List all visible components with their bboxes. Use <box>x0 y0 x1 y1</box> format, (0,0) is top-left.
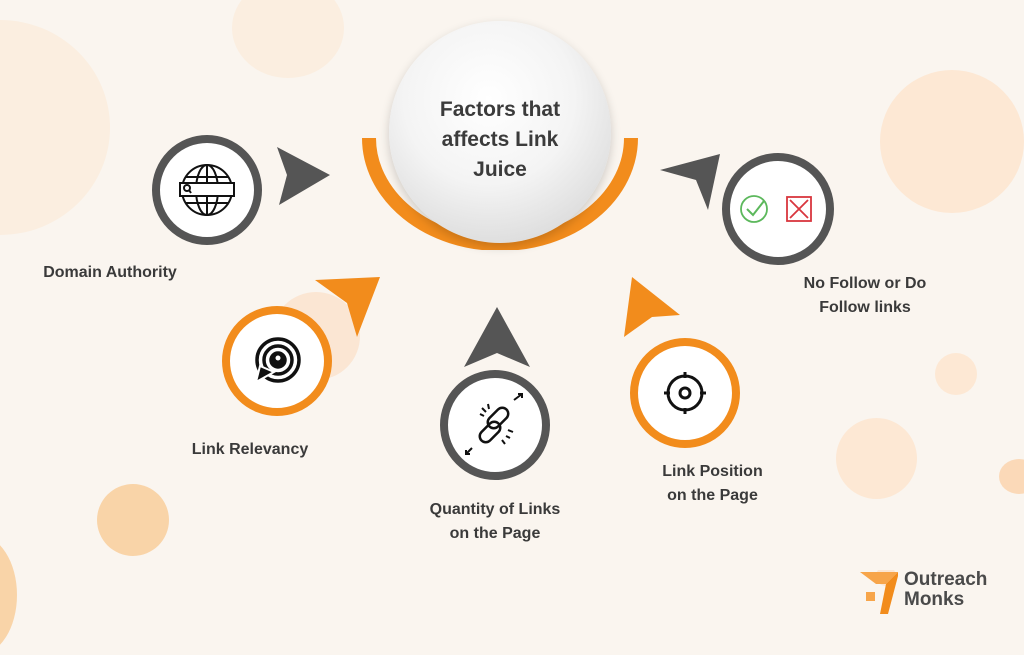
label-line: Link Position <box>662 463 763 480</box>
bg-circle <box>836 418 917 499</box>
label-line: Follow links <box>819 299 911 316</box>
label-line: No Follow or Do <box>803 275 927 292</box>
arrow-nofollow <box>660 154 720 210</box>
arrow-link-position <box>624 277 680 337</box>
brand-line1: Outreach <box>904 569 988 590</box>
label-line: Quantity of Links <box>429 501 561 518</box>
central-hub: Factors that affects Link Juice <box>389 21 611 243</box>
brand-name: Outreach Monks <box>904 570 987 610</box>
target-click-icon <box>254 337 301 384</box>
factor-nofollow-node <box>722 153 834 265</box>
crosshair-icon <box>664 372 706 414</box>
bg-circle <box>999 459 1024 494</box>
broken-chain-link-icon <box>465 393 523 455</box>
factor-link-relevancy-node <box>222 306 332 416</box>
bg-circle <box>232 0 344 78</box>
factor-nofollow-label: No Follow or Do Follow links <box>770 272 960 320</box>
arrow-domain-authority <box>277 147 330 205</box>
label-line: on the Page <box>667 487 758 504</box>
brand-logo: Outreach Monks <box>856 570 1024 615</box>
factor-quantity-links-node <box>440 370 550 480</box>
arrow-quantity-links <box>464 307 530 367</box>
bg-circle <box>935 353 977 395</box>
globe-search-icon <box>179 164 235 216</box>
factor-link-position-node <box>630 338 740 448</box>
factor-domain-authority-node <box>152 135 262 245</box>
bg-circle <box>880 70 1024 213</box>
factor-quantity-links-label: Quantity of Links on the Page <box>400 498 590 546</box>
bg-circle <box>97 484 169 556</box>
label-line: on the Page <box>449 525 541 542</box>
bg-circle <box>0 535 17 655</box>
factor-link-position-label: Link Position on the Page <box>620 460 805 508</box>
factor-link-relevancy-label: Link Relevancy <box>191 441 309 458</box>
factor-domain-authority-label: Domain Authority <box>43 264 177 281</box>
bg-circle <box>0 20 110 235</box>
brand-line2: Monks <box>904 589 965 610</box>
hub-title: Factors that affects Link Juice <box>439 98 561 181</box>
hub-orange-arc <box>362 137 638 250</box>
brand-logo-icon <box>860 570 898 614</box>
check-and-cross-icon <box>740 195 812 223</box>
arrow-link-relevancy <box>315 277 380 337</box>
